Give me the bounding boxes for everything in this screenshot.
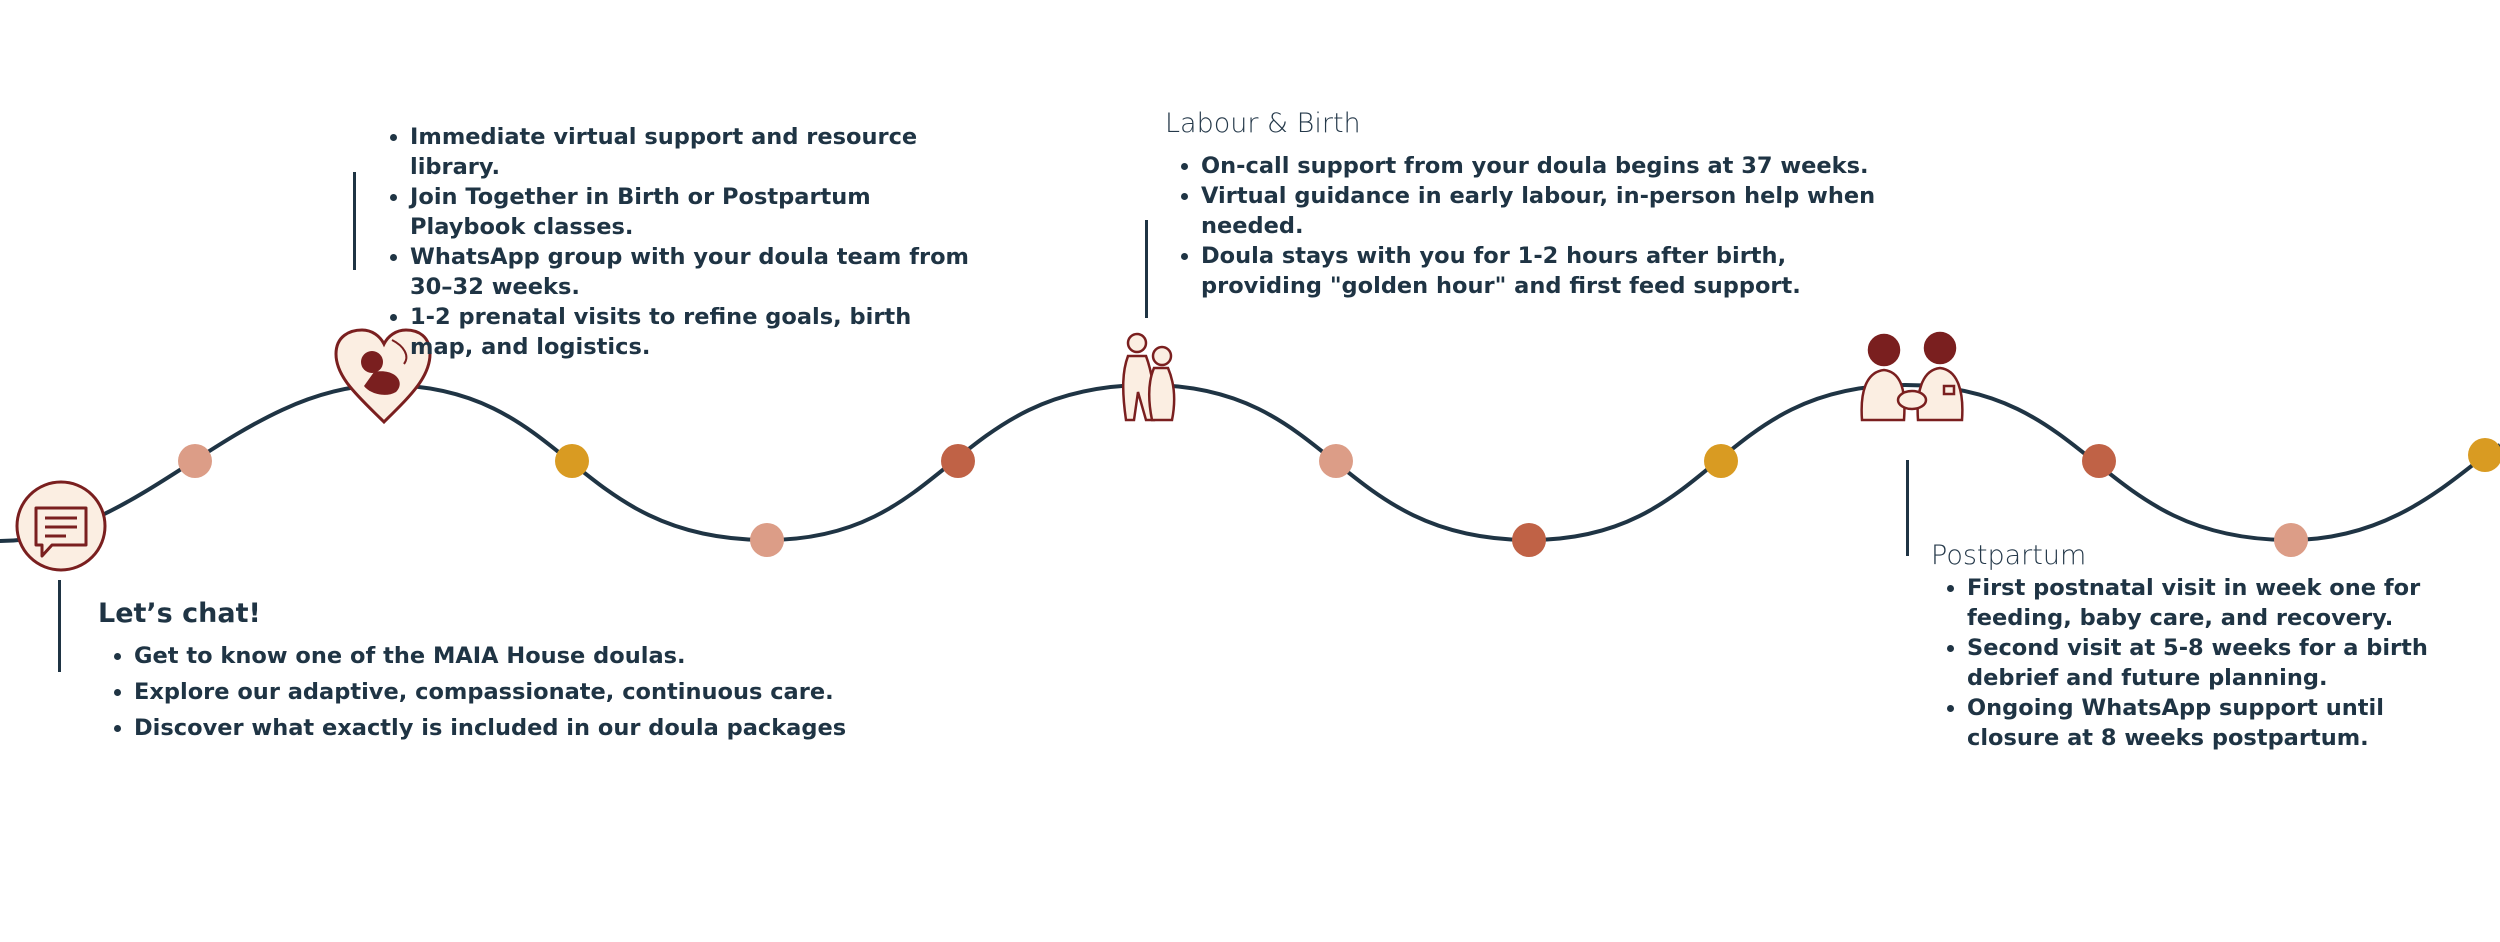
- bullet-item: Discover what exactly is included in our…: [134, 713, 858, 743]
- labour-title: Labour & Birth: [1165, 108, 1885, 139]
- chat-icon: [17, 482, 105, 570]
- bullet-item: WhatsApp group with your doula team from…: [410, 242, 974, 302]
- timeline-dot: [2082, 444, 2116, 478]
- chat-bullet-list: Get to know one of the MAIA House doulas…: [98, 641, 858, 743]
- prenatal-bullet-list: Immediate virtual support and resource l…: [374, 122, 974, 362]
- bullet-item: Join Together in Birth or Postpartum Pla…: [410, 182, 974, 242]
- bullet-item: Doula stays with you for 1-2 hours after…: [1201, 241, 1885, 301]
- bullet-item: 1-2 prenatal visits to refine goals, bir…: [410, 302, 974, 362]
- prenatal-block: Immediate virtual support and resource l…: [374, 122, 974, 362]
- connector-line: [353, 172, 356, 270]
- postpartum-bullet-list: First postnatal visit in week one for fe…: [1931, 573, 2471, 753]
- connector-line: [58, 580, 61, 672]
- bullet-item: Second visit at 5-8 weeks for a birth de…: [1967, 633, 2471, 693]
- labour-bullet-list: On-call support from your doula begins a…: [1165, 151, 1885, 301]
- postpartum-title: Postpartum: [1931, 540, 2471, 571]
- timeline-dot: [1512, 523, 1546, 557]
- connector-line: [1906, 460, 1909, 556]
- bullet-item: Ongoing WhatsApp support until closure a…: [1967, 693, 2471, 753]
- connector-line: [1145, 220, 1148, 318]
- timeline-dot: [1704, 444, 1738, 478]
- bullet-item: Explore our adaptive, compassionate, con…: [134, 677, 858, 707]
- chat-title: Let’s chat!: [98, 598, 858, 629]
- bullet-item: First postnatal visit in week one for fe…: [1967, 573, 2471, 633]
- timeline-dot: [1319, 444, 1353, 478]
- timeline-dot: [178, 444, 212, 478]
- chat-block: Let’s chat! Get to know one of the MAIA …: [98, 598, 858, 749]
- postpartum-block: Postpartum First postnatal visit in week…: [1931, 540, 2471, 753]
- bullet-item: Immediate virtual support and resource l…: [410, 122, 974, 182]
- labour-block: Labour & Birth On-call support from your…: [1165, 108, 1885, 301]
- bullet-item: Get to know one of the MAIA House doulas…: [134, 641, 858, 671]
- labour-support-icon: [1123, 334, 1174, 420]
- postpartum-care-icon: [1862, 333, 1963, 420]
- bullet-item: On-call support from your doula begins a…: [1201, 151, 1885, 181]
- timeline-dot: [555, 444, 589, 478]
- timeline-dot: [750, 523, 784, 557]
- timeline-dot: [941, 444, 975, 478]
- bullet-item: Virtual guidance in early labour, in-per…: [1201, 181, 1885, 241]
